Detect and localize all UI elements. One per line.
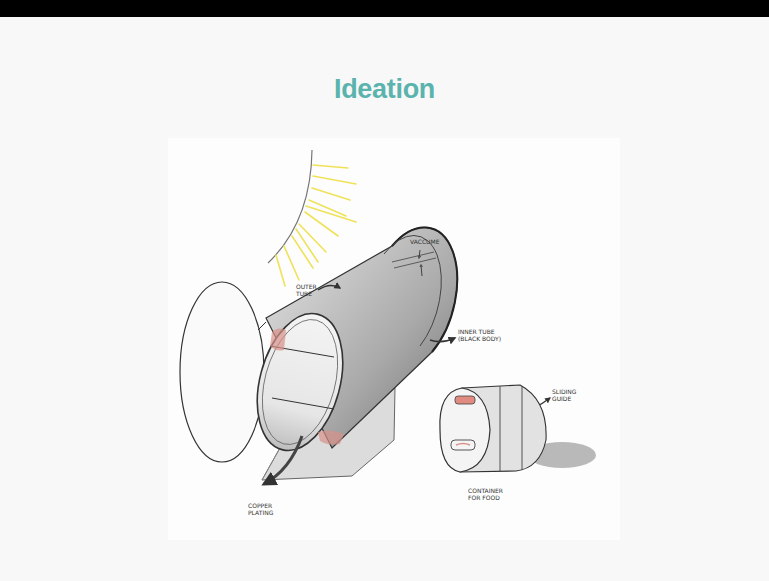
part-label: INNER TUBE (BLACK BODY) (458, 328, 502, 342)
slide-title: Ideation (0, 74, 769, 105)
vacuum-arrow (421, 265, 422, 276)
container-slot (455, 396, 475, 404)
sun-ray (306, 206, 356, 222)
part-label: SLIDING GUIDE (552, 388, 584, 402)
container-band (522, 386, 523, 470)
vacuum-line (394, 258, 436, 268)
part-label: COPPER PLATING (248, 502, 280, 516)
leader-arrow (264, 436, 302, 484)
sketch-paper (168, 138, 620, 540)
container-handle-mark (456, 444, 470, 446)
lid (180, 282, 264, 462)
sun-ray (299, 224, 326, 252)
part-label: CONTAINER FOR FOOD (468, 487, 516, 501)
sun-ray (296, 229, 318, 262)
sun-ray (305, 212, 338, 236)
sun-ray (276, 255, 285, 286)
sun-ray (292, 236, 313, 268)
container-handle (451, 440, 475, 450)
copper-patch (318, 430, 344, 444)
part-label: OUTER TUBE (296, 283, 324, 297)
copper-patch (270, 328, 286, 350)
sun-ray (284, 246, 299, 280)
sun-ray (312, 188, 350, 200)
leader-arrow (430, 338, 455, 342)
top-bar (0, 0, 769, 17)
container-band (500, 386, 501, 471)
sun-rays (276, 165, 356, 286)
sun-ray (313, 176, 356, 184)
inner-tube-edge (250, 311, 351, 453)
sun-ray (313, 165, 348, 168)
tube-opening (243, 304, 357, 460)
hinge (258, 322, 266, 330)
container-face (440, 388, 490, 472)
leader-arrow (318, 285, 340, 290)
part-label: VACCUME (410, 238, 444, 245)
inner-tube-ring (384, 236, 441, 346)
vacuum-arrow (419, 250, 420, 258)
vacuum-line (392, 252, 434, 262)
tube-back-ring (392, 227, 457, 352)
shelf-line (272, 398, 334, 409)
